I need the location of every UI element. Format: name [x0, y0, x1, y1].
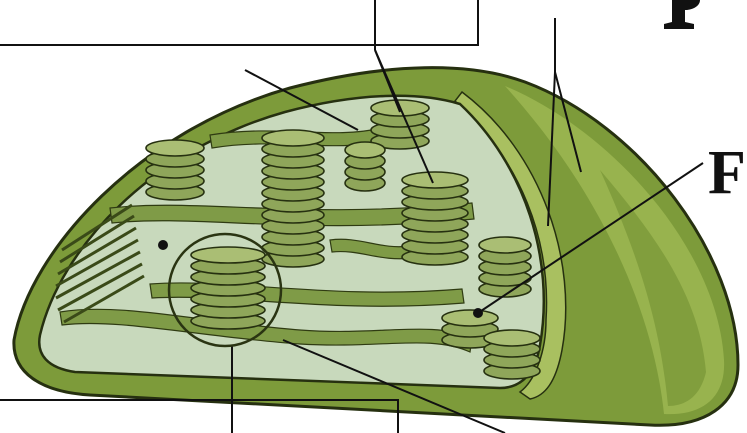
- granum: [402, 172, 468, 265]
- granum: [345, 142, 385, 191]
- chloroplast: [14, 68, 738, 426]
- thylakoid-disc: [146, 140, 204, 156]
- granum: [479, 237, 531, 297]
- plastoglobule-dot: [158, 240, 168, 250]
- top-label-bracket: [0, 0, 478, 45]
- thylakoid-disc: [191, 247, 265, 263]
- thylakoid-disc: [479, 237, 531, 253]
- granum: [191, 247, 265, 329]
- label-f: F: [708, 139, 746, 207]
- granum: [146, 140, 204, 200]
- cropped-label-glyph: [664, 0, 700, 29]
- granum: [484, 330, 540, 379]
- leader-dot-f: [473, 308, 483, 318]
- thylakoid-disc: [402, 172, 468, 188]
- thylakoid-disc: [345, 142, 385, 158]
- thylakoid-disc: [262, 130, 324, 146]
- thylakoid-disc: [442, 310, 498, 326]
- granum: [262, 130, 324, 267]
- thylakoid-disc: [484, 330, 540, 346]
